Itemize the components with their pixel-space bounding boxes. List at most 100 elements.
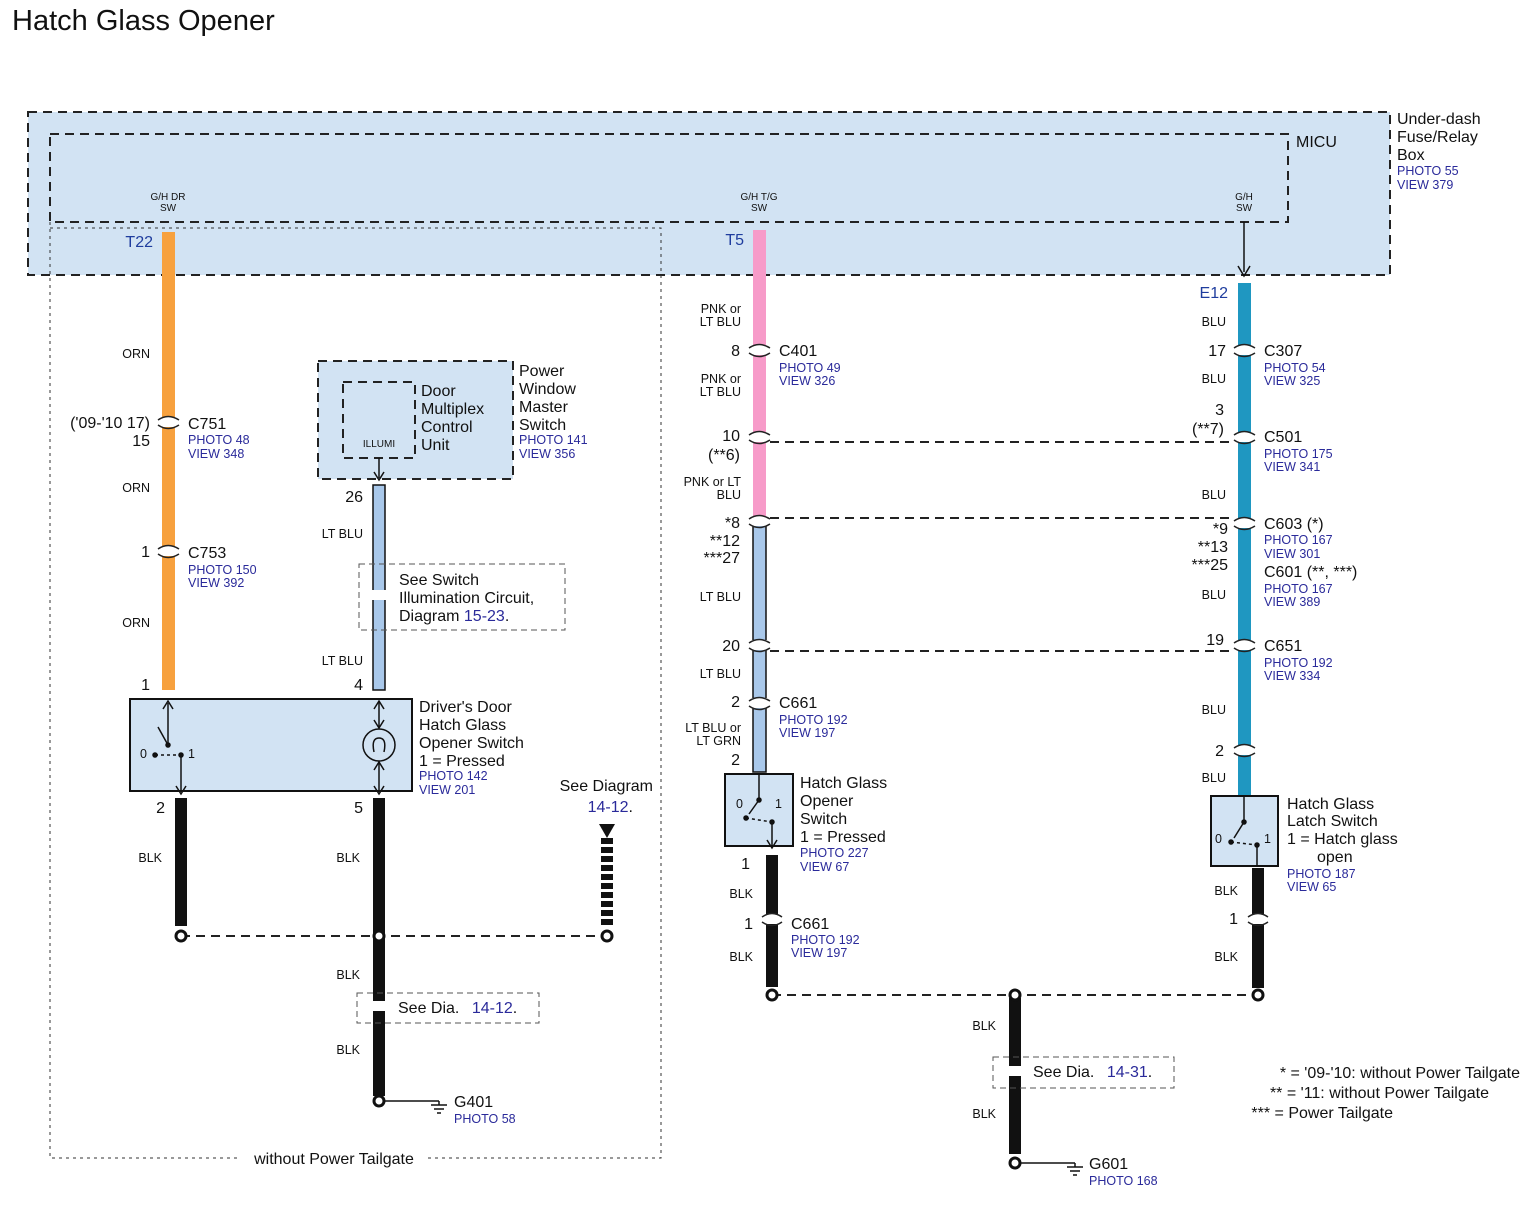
c753-view: VIEW 392 xyxy=(188,576,244,590)
c661b-photo: PHOTO 192 xyxy=(791,933,860,947)
latch-view: VIEW 65 xyxy=(1287,880,1336,894)
pin-gh-label-1: G/H xyxy=(1235,192,1253,203)
ddsw-pin-4: 4 xyxy=(354,677,363,694)
c401-photo: PHOTO 49 xyxy=(779,361,841,375)
g401-ground-icon xyxy=(431,1101,447,1114)
opener-label-3: Switch xyxy=(800,811,847,828)
wire-pink xyxy=(753,230,766,520)
pin-gh-label-2: SW xyxy=(1236,203,1253,214)
wire-label-mid-blk-1: BLK xyxy=(729,887,753,901)
illumi-arrow-icon xyxy=(373,471,385,482)
latch-photo: PHOTO 187 xyxy=(1287,867,1356,881)
see-dia-14-31: See Dia. 14-31. xyxy=(1033,1064,1152,1081)
opener-pin-1: 1 xyxy=(741,856,750,873)
c401-view: VIEW 326 xyxy=(779,374,835,388)
wire-label-g601-blk-1: BLK xyxy=(972,1019,996,1033)
see-dia-14-31-box xyxy=(992,1056,1175,1089)
legend-line-3: *** = Power Tailgate xyxy=(1251,1105,1393,1122)
under-dash-fuse-relay-box xyxy=(27,111,1391,276)
wire-label-blk-1: BLK xyxy=(138,851,162,865)
wire-label-blk-2: BLK xyxy=(336,851,360,865)
pin-ghtg-label-2: SW xyxy=(751,203,768,214)
ddsw-photo: PHOTO 142 xyxy=(419,769,488,783)
dia-14-31-link[interactable]: 14-31 xyxy=(1107,1064,1148,1081)
c751-view: VIEW 348 xyxy=(188,447,244,461)
c651-photo: PHOTO 192 xyxy=(1264,656,1333,670)
pwms-view: VIEW 356 xyxy=(519,447,575,461)
pin-8: *8 xyxy=(725,515,740,532)
opener-photo: PHOTO 227 xyxy=(800,846,869,860)
frame-caption: without Power Tailgate xyxy=(253,1151,414,1168)
c661a-name: C661 xyxy=(779,695,817,712)
c401-name: C401 xyxy=(779,343,817,360)
wire-label-ltblu-or-2: LT GRN xyxy=(696,734,741,748)
pin-10: 10 xyxy=(722,428,740,445)
c661a-pin-top: 2 xyxy=(731,694,740,711)
c501-name: C501 xyxy=(1264,429,1302,446)
c751-pin-top: ('09-'10 17) xyxy=(70,415,150,432)
fuse-box-photo: PHOTO 55 xyxy=(1397,164,1459,178)
latch-pos-1: 1 xyxy=(1264,832,1271,846)
wire-label-blu-3: BLU xyxy=(1202,488,1226,502)
c401-pin: 8 xyxy=(731,343,740,360)
illumi-label: ILLUMI xyxy=(363,439,395,450)
opener-label-2: Opener xyxy=(800,793,854,810)
latch-label-4: open xyxy=(1317,849,1353,866)
wire-label-blu-2: BLU xyxy=(1202,372,1226,386)
wire-label-pnk-3a: PNK or LT xyxy=(684,475,742,489)
ddsw-pos-1: 1 xyxy=(188,747,195,761)
ddsw-view: VIEW 201 xyxy=(419,783,475,797)
dmcu-label-4: Unit xyxy=(421,437,450,454)
ddsw-pin-1: 1 xyxy=(141,677,150,694)
pwms-photo: PHOTO 141 xyxy=(519,433,588,447)
fuse-box-label-3: Box xyxy=(1397,147,1425,164)
pwms-label-3: Master xyxy=(519,399,569,416)
wire-label-blu-4: BLU xyxy=(1202,588,1226,602)
wire-label-pnk-2a: PNK or xyxy=(701,372,741,386)
wire-label-pnk-1a: PNK or xyxy=(701,302,741,316)
pwms-pin-26: 26 xyxy=(345,489,363,506)
micu-box xyxy=(49,133,1289,223)
c651-name: C651 xyxy=(1264,638,1302,655)
fuse-box-view: VIEW 379 xyxy=(1397,178,1453,192)
wire-label-blu-1: BLU xyxy=(1202,315,1226,329)
wire-label-mid-ltblu-1: LT BLU xyxy=(700,590,741,604)
c603-pin-13: **13 xyxy=(1198,539,1228,556)
opener-pos-1: 1 xyxy=(775,797,782,811)
c603-name: C603 (*) xyxy=(1264,516,1324,533)
c603-photo: PHOTO 167 xyxy=(1264,533,1333,547)
wire-label-ltblu-1: LT BLU xyxy=(322,527,363,541)
wire-label-orn-1: ORN xyxy=(122,347,150,361)
diagram-14-12-link[interactable]: 14-12 xyxy=(588,799,629,816)
opener-label-1: Hatch Glass xyxy=(800,775,887,792)
c307-name: C307 xyxy=(1264,343,1302,360)
c501-photo: PHOTO 175 xyxy=(1264,447,1333,461)
see-switch-line-1: See Switch xyxy=(399,572,479,589)
terminal-t22: T22 xyxy=(125,234,153,251)
wire-left-ltblu xyxy=(372,484,386,691)
latch-pos-0: 0 xyxy=(1215,832,1222,846)
latch-pin-1: 1 xyxy=(1229,911,1238,928)
pin-20: 20 xyxy=(722,638,740,655)
g601-label: G601 xyxy=(1089,1156,1128,1173)
c651-view: VIEW 334 xyxy=(1264,669,1320,683)
wire-label-mid-blk-2: BLK xyxy=(729,950,753,964)
c661b-name: C661 xyxy=(791,916,829,933)
wire-label-blu-5: BLU xyxy=(1202,703,1226,717)
pwms-label-1: Power xyxy=(519,363,565,380)
wire-label-pnk-2b: LT BLU xyxy=(700,385,741,399)
dmcu-label-1: Door xyxy=(421,383,456,400)
drivers-door-switch-box xyxy=(129,698,413,792)
dia-14-12-link[interactable]: 14-12 xyxy=(472,1000,513,1017)
c501-view: VIEW 341 xyxy=(1264,460,1320,474)
c307-pin: 17 xyxy=(1208,343,1226,360)
dmcu-label-2: Multiplex xyxy=(421,401,484,418)
g401-label: G401 xyxy=(454,1094,493,1111)
e12-arrow-icon xyxy=(1237,265,1251,278)
illumination-bulb-icon xyxy=(362,699,396,796)
wire-cyan xyxy=(1238,283,1251,796)
fuse-box-label-2: Fuse/Relay xyxy=(1397,129,1478,146)
wire-label-pnk-1b: LT BLU xyxy=(700,315,741,329)
diagram-15-23-link[interactable]: 15-23 xyxy=(464,608,505,625)
legend-line-2: ** = '11: without Power Tailgate xyxy=(1270,1085,1489,1102)
